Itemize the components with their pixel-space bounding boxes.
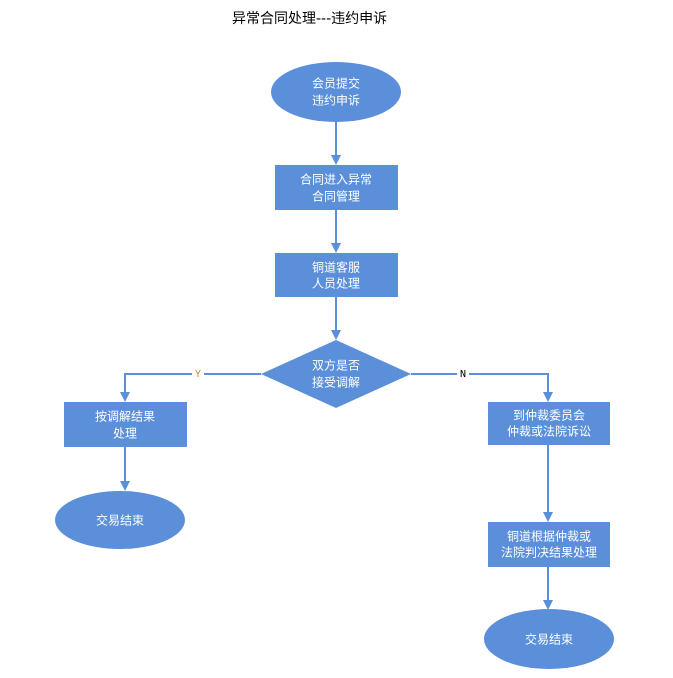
node-mediate: 按调解结果 处理 xyxy=(64,402,187,447)
node-enter-abnormal-line-2: 合同管理 xyxy=(312,189,360,204)
node-judgment-line-1: 铜道根据仲裁或 xyxy=(507,529,591,544)
node-cs-handle-line-2: 人员处理 xyxy=(312,277,360,291)
node-start-line-2: 违约申诉 xyxy=(312,93,360,108)
node-decision: 双方是否 接受调解 xyxy=(261,340,411,408)
node-mediate-line-2: 处理 xyxy=(113,427,137,441)
node-start-line-1: 会员提交 xyxy=(312,76,360,91)
node-enter-abnormal: 合同进入异常 合同管理 xyxy=(275,165,398,210)
node-arbitration: 到仲裁委员会 仲裁或法院诉讼 xyxy=(488,402,610,445)
edges xyxy=(120,120,553,610)
node-cs-handle: 铜道客服 人员处理 xyxy=(275,253,398,297)
node-end-left: 交易结束 xyxy=(55,491,185,549)
node-cs-handle-line-1: 铜道客服 xyxy=(312,260,360,275)
edge-decision-no xyxy=(411,373,553,402)
node-end-right: 交易结束 xyxy=(484,609,614,669)
node-arbitration-line-2: 仲裁或法院诉讼 xyxy=(507,425,591,439)
edge-label-no: N xyxy=(460,369,466,380)
node-judgment-line-2: 法院判决结果处理 xyxy=(501,546,597,560)
node-end-left-label: 交易结束 xyxy=(96,513,144,528)
node-end-right-label: 交易结束 xyxy=(525,632,573,647)
edge-label-yes: Y xyxy=(195,369,201,380)
node-start: 会员提交 违约申诉 xyxy=(271,62,401,122)
node-mediate-line-1: 按调解结果 xyxy=(95,410,155,424)
node-decision-line-1: 双方是否 xyxy=(312,358,360,373)
node-arbitration-line-1: 到仲裁委员会 xyxy=(513,409,585,423)
node-judgment: 铜道根据仲裁或 法院判决结果处理 xyxy=(488,522,610,567)
node-decision-line-2: 接受调解 xyxy=(312,375,360,390)
edge-decision-yes xyxy=(120,373,261,402)
node-enter-abnormal-line-1: 合同进入异常 xyxy=(300,172,372,187)
diagram-title: 异常合同处理---违约申诉 xyxy=(232,11,388,27)
